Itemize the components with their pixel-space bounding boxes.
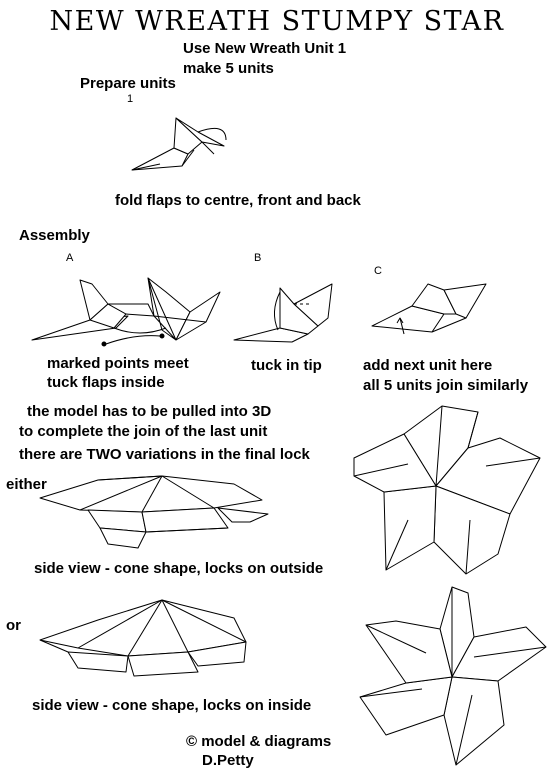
page-title: NEW WREATH STUMPY STAR xyxy=(49,6,505,37)
step-a-caption-line-1: marked points meet xyxy=(47,355,189,372)
variant-1-caption: side view - cone shape, locks on outside xyxy=(34,560,324,577)
step-b-figure xyxy=(233,283,333,343)
step-a-figure xyxy=(31,277,221,347)
star-top-view-inside-lock xyxy=(359,586,547,766)
note-line-1: the model has to be pulled into 3D xyxy=(27,403,272,420)
step-b-caption: tuck in tip xyxy=(251,357,322,374)
variant-1-side-view xyxy=(39,475,269,549)
variant-2-label: or xyxy=(6,617,21,634)
variant-2-side-view xyxy=(39,599,247,677)
step-a-letter: A xyxy=(66,252,74,264)
intro-line-2: make 5 units xyxy=(183,60,274,77)
step-c-caption-line-2: all 5 units join similarly xyxy=(363,377,529,394)
variant-2-caption: side view - cone shape, locks on inside xyxy=(32,697,312,714)
step-c-figure xyxy=(371,283,487,335)
intro-line-1: Use New Wreath Unit 1 xyxy=(183,40,347,57)
credit-line-2: D.Petty xyxy=(202,752,254,769)
prepare-caption: fold flaps to centre, front and back xyxy=(115,192,361,209)
note-line-3: there are TWO variations in the final lo… xyxy=(19,446,310,463)
assembly-heading: Assembly xyxy=(19,227,90,244)
credit-line-1: © model & diagrams xyxy=(186,733,332,750)
step-b-letter: B xyxy=(254,252,262,264)
step-c-letter: C xyxy=(374,265,382,277)
step-a-caption-line-2: tuck flaps inside xyxy=(47,374,165,391)
prepare-unit-figure xyxy=(131,117,227,171)
step-c-caption-line-1: add next unit here xyxy=(363,357,493,374)
prepare-step-mark: 1 xyxy=(127,93,134,105)
star-top-view-outside-lock xyxy=(353,405,541,575)
note-line-2: to complete the join of the last unit xyxy=(19,423,268,440)
prepare-heading: Prepare units xyxy=(80,75,176,92)
variant-1-label: either xyxy=(6,476,47,493)
